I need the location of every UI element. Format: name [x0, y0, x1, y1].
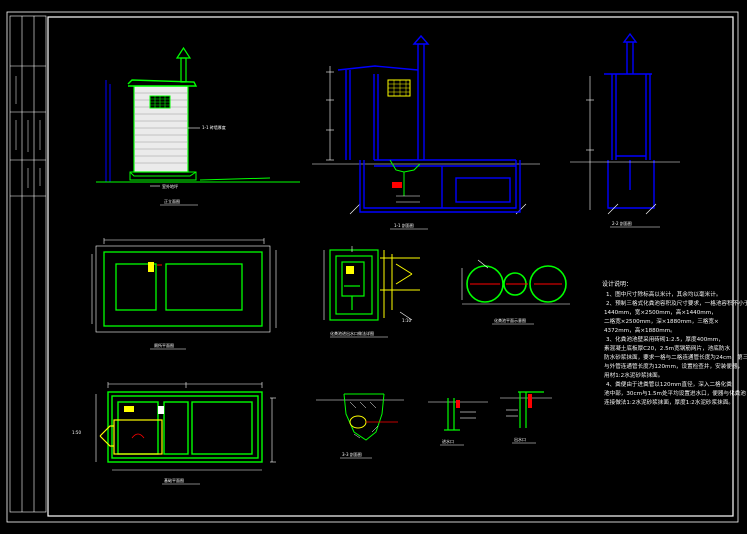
- note-line: 4372mm，高×1880mm。: [604, 326, 676, 334]
- notes-heading: 设计说明：: [602, 280, 632, 288]
- pit-detail-caption: 化粪池进出水口做法详图: [330, 330, 374, 336]
- note-line: 池中部，30cm与1.5m处平均设置进水口，便器与化粪池: [604, 389, 746, 397]
- detail-b-hatch: [528, 394, 532, 408]
- foundation-plan-view: 1:50 基础平面图: [72, 382, 276, 485]
- section-3-3-view: 3-3 剖面图: [316, 393, 404, 459]
- note-line: 二格宽×2500mm，深×1880mm，三格宽×: [604, 317, 719, 325]
- wall-note: 1-1 砖墙厚度: [202, 124, 226, 130]
- detail-a-view: 进水口: [428, 398, 488, 446]
- note-line: 素混凝土底板厚C20，2.5m宽钢筋网片，池底防水: [604, 344, 730, 352]
- note-line: 1、图中尺寸除标高以米计，其余均以毫米计。: [606, 290, 721, 298]
- foundation-fixture: [124, 406, 134, 412]
- tank-plan-caption: 化粪池平面示意图: [494, 317, 526, 323]
- section-2-2-caption: 2-2 剖面图: [612, 220, 632, 226]
- sheet-frame: [6, 11, 739, 523]
- pit-detail-view: 1:10 化粪池进出水口做法详图: [323, 246, 420, 338]
- foundation-scale-mark: 1:50: [72, 430, 81, 435]
- section-1-1-caption: 1-1 剖面图: [394, 222, 414, 228]
- front-elevation-view: 1-1 砖墙厚度 室外地坪 正立面图: [96, 46, 300, 206]
- pit-detail-label: 1:10: [402, 318, 411, 323]
- detail-fill: [346, 266, 354, 274]
- tank-plan-view: 化粪池平面示意图: [461, 259, 570, 325]
- brick-wall: [133, 85, 189, 173]
- note-line: 防水砂浆抹面，要求一格与二格连通管长度为24cm，第三格: [604, 353, 747, 361]
- section-3-3-caption: 3-3 剖面图: [342, 451, 362, 457]
- title-block: [9, 15, 47, 513]
- hatch-marker: [392, 182, 402, 188]
- design-notes: 设计说明： 1、图中尺寸除标高以米计，其余均以毫米计。 2、预制三格式化粪池容积…: [602, 280, 747, 406]
- toilet-plan-view: 厕所平面图: [91, 238, 277, 350]
- detail-b-view: 出水口: [500, 391, 552, 444]
- section-1-1-view: 1-1 剖面图: [312, 34, 540, 230]
- note-line: 3、化粪池池壁采用砖砌1:2.5，厚度400mm，: [606, 335, 724, 343]
- tank-chamber-3: [529, 265, 567, 303]
- note-line: 1440mm，宽×2500mm，高×1440mm，: [604, 308, 717, 316]
- note-line: 用材1:2水泥砂浆抹面。: [604, 371, 663, 379]
- plan-fixture: [148, 262, 154, 272]
- note-line: 2、预制三格式化粪池容积及尺寸要求，一格池容积不小于: [606, 299, 747, 307]
- detail-a-hatch: [456, 400, 460, 408]
- ground-note: 室外地坪: [162, 183, 178, 189]
- toilet-plan-caption: 厕所平面图: [154, 342, 174, 348]
- section-2-2-view: 2-2 剖面图: [570, 32, 680, 228]
- front-elevation-caption: 正立面图: [164, 198, 180, 204]
- detail-a-caption: 进水口: [442, 438, 454, 444]
- note-line: 与外管连通管长度为120mm，设置检查井，安装便器，: [604, 362, 743, 370]
- note-line: 连接做法1:2水泥砂浆抹面，厚度1:2水泥砂浆抹面。: [604, 398, 734, 406]
- detail-b-caption: 出水口: [514, 436, 526, 442]
- roof: [127, 79, 198, 87]
- tank-chamber-1: [466, 265, 504, 303]
- vent-cap: [175, 46, 192, 59]
- foundation-marker: [158, 406, 164, 414]
- note-line: 4、粪便由于进粪管以120mm直径，深入二格化粪: [606, 380, 732, 388]
- foundation-plan-caption: 基础平面图: [164, 477, 184, 483]
